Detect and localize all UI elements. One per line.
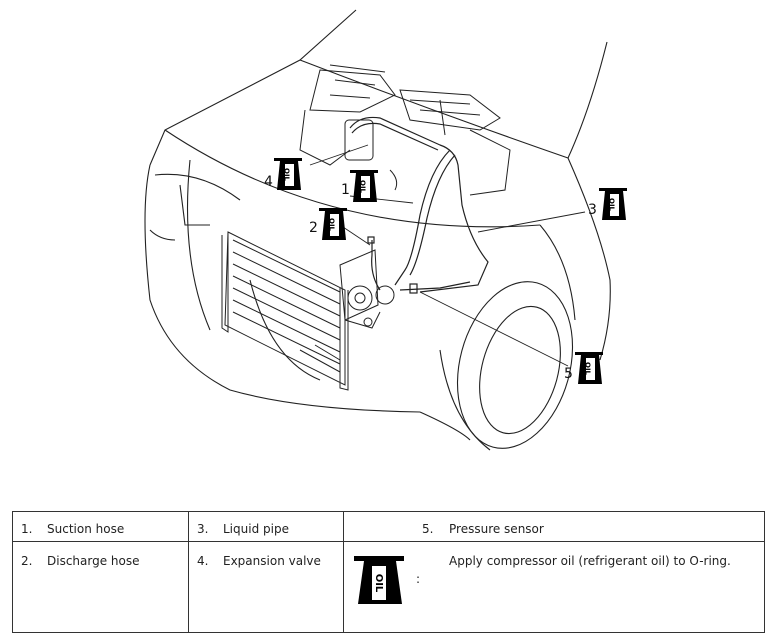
oil-icon-label: OIL (373, 574, 384, 593)
legend-num: 4. (197, 554, 209, 568)
svg-text:5: 5 (564, 366, 573, 382)
legend-label: Pressure sensor (449, 522, 544, 536)
hvac-unit (299, 64, 511, 196)
legend-cell-oil-note: OIL : Apply compressor oil (refrigerant … (343, 541, 765, 633)
oil-can-icon: OIL (354, 556, 404, 604)
legend-cell-2: 2. Discharge hose (12, 541, 189, 633)
callout-4: 4 (264, 158, 302, 190)
legend-cell-4: 4. Expansion valve (188, 541, 344, 633)
legend-cell-3: 3. Liquid pipe (188, 511, 344, 542)
callout-1: 1 (341, 170, 378, 202)
refrigerant-lines (349, 116, 489, 294)
condenser (221, 231, 349, 391)
legend-num: 5. (422, 522, 434, 536)
svg-text:1: 1 (341, 182, 350, 198)
oil-note: Apply compressor oil (refrigerant oil) t… (449, 554, 731, 568)
svg-text:4: 4 (264, 174, 273, 190)
legend-label: Discharge hose (47, 554, 140, 568)
leader-lines (309, 144, 586, 367)
legend-table: 1. Suction hose 3. Liquid pipe 5. Pressu… (12, 511, 765, 633)
car-body-outline (144, 9, 611, 451)
legend-cell-1: 1. Suction hose (12, 511, 189, 542)
compressor (339, 249, 395, 329)
legend-num: 3. (197, 522, 209, 536)
icon-colon: : (416, 572, 421, 586)
legend-num: 1. (21, 522, 33, 536)
svg-text:2: 2 (309, 220, 318, 236)
callout-2: 2 (309, 208, 347, 240)
svg-text:3: 3 (588, 202, 597, 218)
callout-3: 3 (588, 188, 627, 220)
legend-label: Liquid pipe (223, 522, 289, 536)
legend-label: Suction hose (47, 522, 125, 536)
callout-5: 5 (564, 352, 603, 384)
legend-label: Expansion valve (223, 554, 321, 568)
legend-cell-5: 5. Pressure sensor (343, 511, 765, 542)
legend-num: 2. (21, 554, 33, 568)
ac-system-diagram: OIL (144, 9, 627, 451)
